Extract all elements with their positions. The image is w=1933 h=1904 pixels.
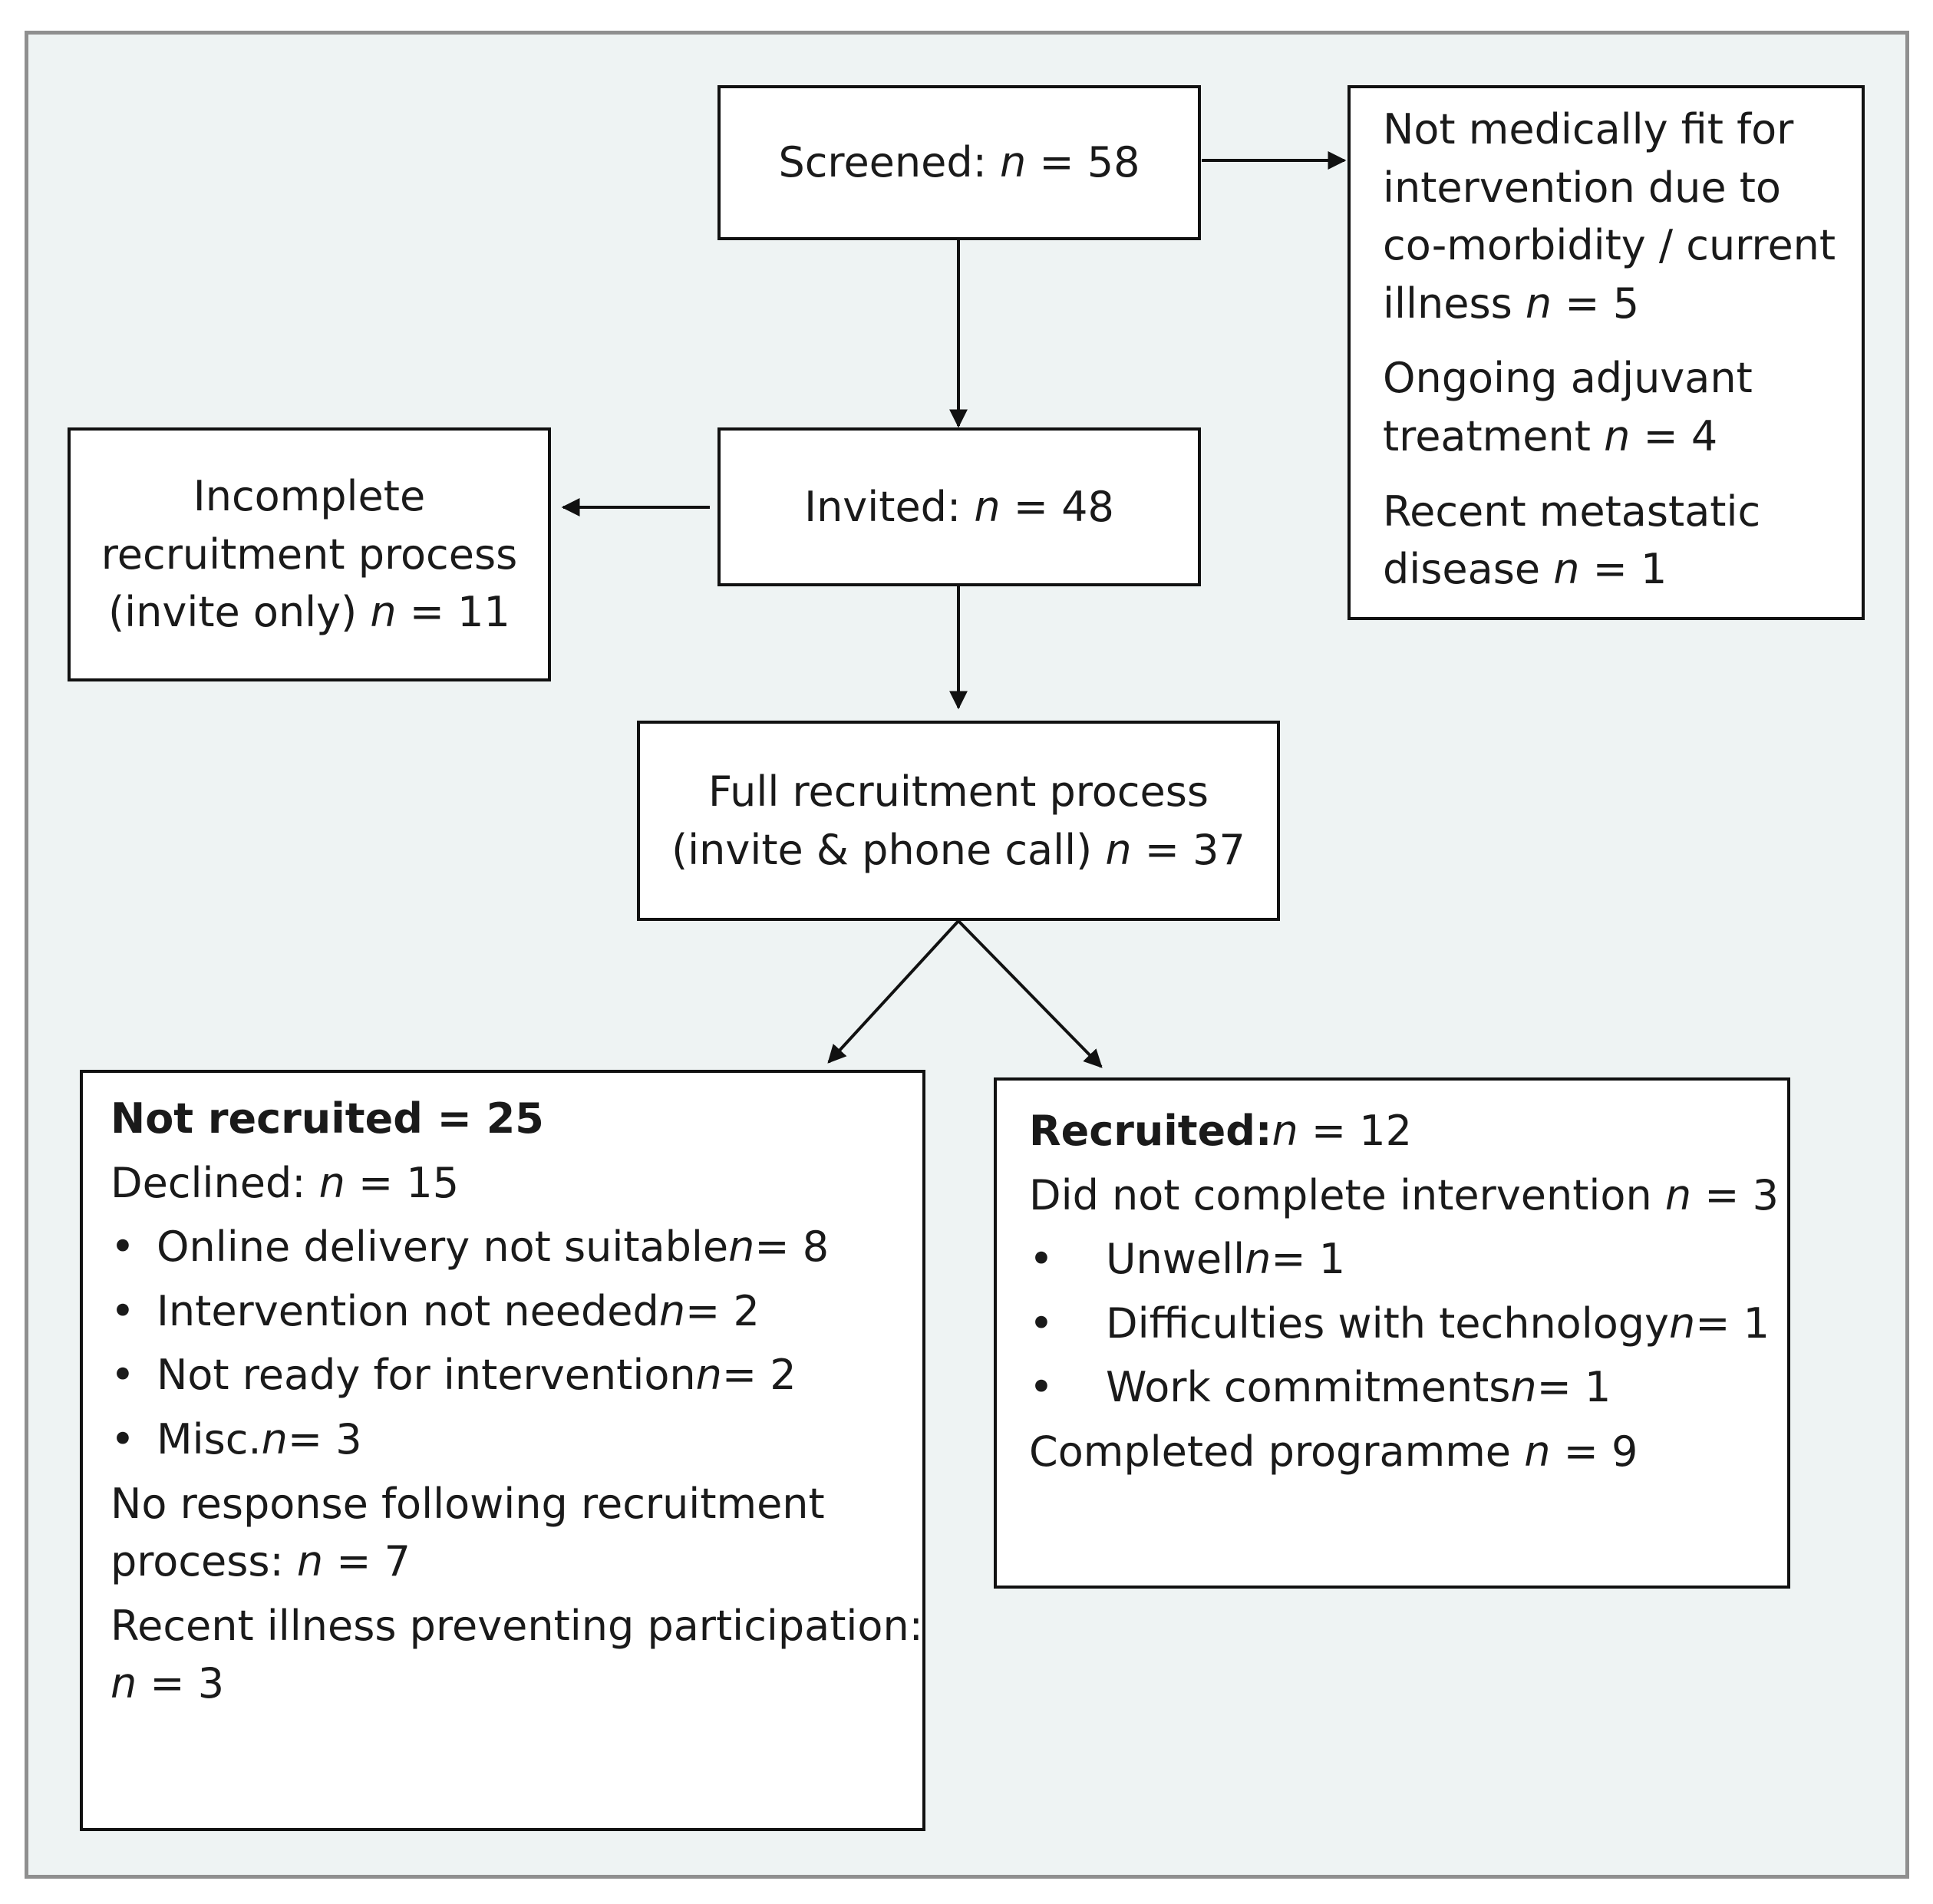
exclusion-metastatic-line1: Recent metastatic [1383, 487, 1761, 536]
exclusion-comorbidity-line3: co-morbidity / current [1383, 221, 1836, 270]
arrow-full-to-not-recruited [827, 919, 960, 1064]
exclusion-metastatic-line2: disease n = 1 [1383, 545, 1667, 594]
declined-reason-item: •Online delivery not suitable n = 8 [111, 1223, 830, 1272]
full-line2: (invite & phone call) n = 37 [671, 825, 1245, 874]
screened-text: Screened: n = 58 [778, 138, 1140, 187]
declined-line: Declined: n = 15 [111, 1158, 460, 1207]
declined-reason-item: •Intervention not needed n = 2 [111, 1286, 760, 1335]
recruited-box: Recruited:n = 12 Did not complete interv… [994, 1077, 1790, 1589]
recent-illness-line2: n = 3 [111, 1659, 225, 1708]
dropout-reason-item: •Work commitments n = 1 [1029, 1363, 1611, 1412]
screened-box: Screened: n = 58 [717, 85, 1201, 240]
arrow-full-to-recruited [957, 919, 1103, 1068]
no-response-line2: process: n = 7 [111, 1537, 411, 1586]
invited-box: Invited: n = 48 [717, 427, 1201, 586]
recent-illness-line1: Recent illness preventing participation: [111, 1601, 923, 1650]
exclusion-comorbidity-line1: Not medically fit for [1383, 105, 1794, 153]
full-line1: Full recruitment process [708, 767, 1209, 816]
recruited-title: Recruited:n = 12 [1029, 1107, 1413, 1155]
not-recruited-box: Not recruited = 25 Declined: n = 15 •Onl… [80, 1070, 925, 1831]
incomplete-box: Incomplete recruitment process (invite o… [68, 427, 551, 681]
completed-programme-line: Completed programme n = 9 [1029, 1427, 1638, 1476]
exclusion-adjuvant-line1: Ongoing adjuvant [1383, 354, 1753, 403]
exclusion-comorbidity-line2: intervention due to [1383, 163, 1781, 212]
incomplete-line1: Incomplete [193, 472, 426, 521]
no-response-line1: No response following recruitment [111, 1479, 825, 1528]
not-recruited-title: Not recruited = 25 [111, 1094, 544, 1143]
did-not-complete-line: Did not complete intervention n = 3 [1029, 1170, 1780, 1219]
exclusion-adjuvant-line2: treatment n = 4 [1383, 411, 1718, 460]
exclusions-box: Not medically fit for intervention due t… [1347, 85, 1865, 620]
full-recruitment-box: Full recruitment process (invite & phone… [637, 721, 1280, 921]
declined-reason-item: •Misc. n = 3 [111, 1414, 362, 1463]
declined-reason-item: •Not ready for intervention n = 2 [111, 1351, 797, 1400]
dropout-reason-item: •Unwell n = 1 [1029, 1235, 1346, 1284]
dropout-reason-item: •Difficulties with technology n = 1 [1029, 1298, 1770, 1348]
incomplete-line2: recruitment process [101, 530, 518, 579]
exclusion-comorbidity-line4: illness n = 5 [1383, 279, 1640, 328]
incomplete-line3: (invite only) n = 11 [108, 588, 510, 637]
invited-text: Invited: n = 48 [804, 482, 1114, 531]
